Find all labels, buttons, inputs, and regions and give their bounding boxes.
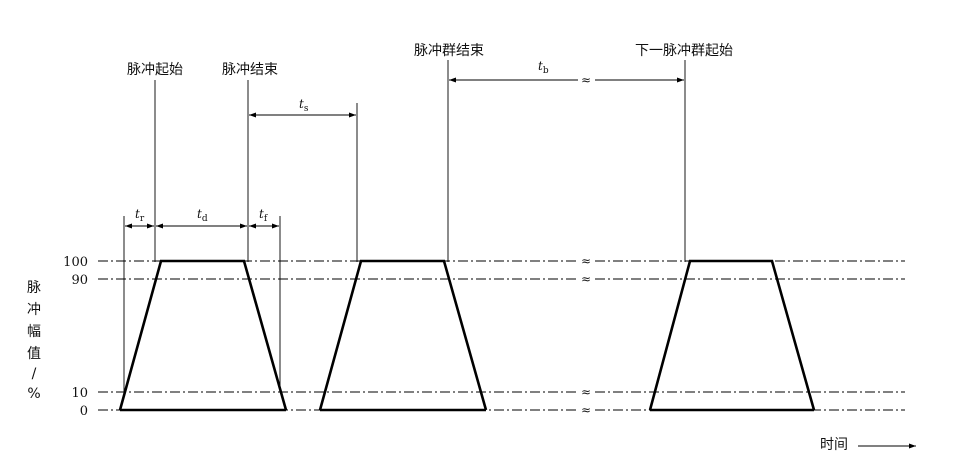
break-mark-0: ≈ xyxy=(581,403,591,417)
td-label: td xyxy=(197,207,208,224)
tr-label: tr xyxy=(135,207,145,224)
y-axis-char: 冲 xyxy=(27,302,41,318)
tick-100: 100 xyxy=(63,255,88,270)
tick-10: 10 xyxy=(71,386,88,401)
time-label: 时间 xyxy=(820,437,848,453)
tb-label: tb xyxy=(538,59,549,76)
y-axis-char: 值 xyxy=(27,346,41,362)
tf-label: tf xyxy=(259,207,268,224)
tick-0: 0 xyxy=(80,404,88,419)
tick-90: 90 xyxy=(71,273,88,288)
pulse-start-label: 脉冲起始 xyxy=(127,62,183,78)
next-burst-start-label: 下一脉冲群起始 xyxy=(635,43,733,59)
burst-end-label: 脉冲群结束 xyxy=(414,43,484,59)
y-axis-char: % xyxy=(27,386,40,402)
y-axis-char: / xyxy=(32,366,37,382)
break-mark-10: ≈ xyxy=(581,385,591,399)
pulse-1 xyxy=(118,259,288,411)
y-axis-char: 幅 xyxy=(27,324,41,340)
tb-break-mark: ≈ xyxy=(581,73,591,87)
ts-label: ts xyxy=(299,97,309,114)
pulse-3 xyxy=(648,259,816,411)
pulse-end-label: 脉冲结束 xyxy=(222,62,278,78)
y-axis-char: 脉 xyxy=(27,280,41,296)
break-mark-90: ≈ xyxy=(581,272,591,286)
break-mark-100: ≈ xyxy=(581,254,591,268)
y-axis-label: 脉 冲 幅 值 / % xyxy=(27,280,41,402)
pulse-2 xyxy=(318,259,488,411)
